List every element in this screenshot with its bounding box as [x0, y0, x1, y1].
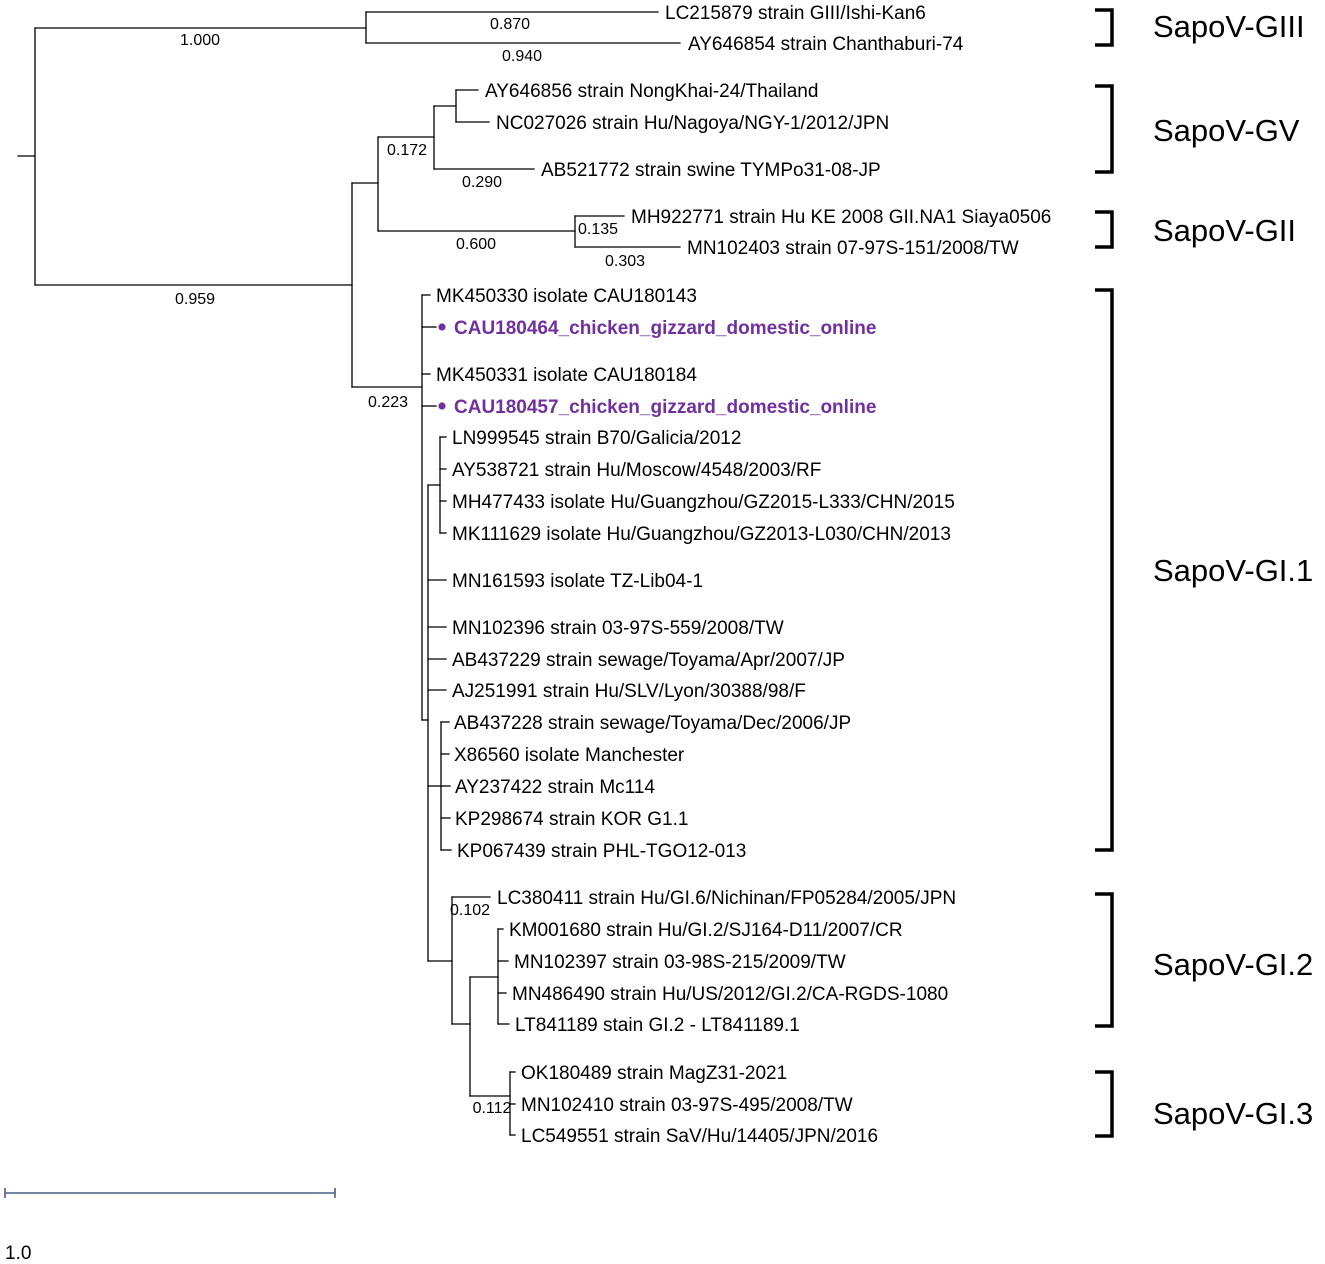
clade-label: SapoV-GI.2 [1153, 947, 1313, 982]
highlight-dot-icon [438, 402, 446, 410]
clade-labels: SapoV-GIII SapoV-GV SapoV-GII SapoV-GI.1… [1153, 9, 1313, 1131]
support-values: 1.000 0.870 0.940 0.172 0.290 0.135 0.60… [175, 16, 645, 1117]
support-value: 0.870 [490, 16, 530, 33]
leaf-label: KP067439 strain PHL-TGO12-013 [457, 841, 746, 862]
clade-label: SapoV-GIII [1153, 9, 1305, 44]
support-value: 0.600 [456, 236, 496, 253]
leaf-label: MK111629 isolate Hu/Guangzhou/GZ2013-L03… [452, 524, 951, 545]
clade-bracket [1095, 210, 1114, 249]
leaf-label: AY646854 strain Chanthaburi-74 [688, 34, 964, 55]
scale-bar-label: 1.0 [5, 1243, 31, 1264]
leaf-label: LC380411 strain Hu/GI.6/Nichinan/FP05284… [497, 888, 956, 909]
leaf-label: MN102396 strain 03-97S-559/2008/TW [452, 618, 784, 639]
support-value: 0.102 [450, 902, 490, 919]
leaf-label: KM001680 strain Hu/GI.2/SJ164-D11/2007/C… [509, 920, 903, 941]
leaf-label: AB437229 strain sewage/Toyama/Apr/2007/J… [452, 650, 845, 671]
clade-brackets [1095, 8, 1114, 1138]
leaf-label: LT841189 stain GI.2 - LT841189.1 [515, 1015, 800, 1036]
leaf-label: LN999545 strain B70/Galicia/2012 [452, 428, 741, 449]
leaf-label: MH477433 isolate Hu/Guangzhou/GZ2015-L33… [452, 492, 955, 513]
support-value: 0.290 [462, 174, 502, 191]
leaf-label: X86560 isolate Manchester [454, 745, 685, 766]
leaf-label: MK450330 isolate CAU180143 [436, 286, 697, 307]
leaf-label: MH922771 strain Hu KE 2008 GII.NA1 Siaya… [631, 207, 1051, 228]
clade-label: SapoV-GI.3 [1153, 1096, 1313, 1131]
leaf-label: MN486490 strain Hu/US/2012/GI.2/CA-RGDS-… [512, 984, 948, 1005]
support-value: 1.000 [180, 32, 220, 49]
support-value: 0.112 [473, 1100, 512, 1117]
scale-bar-group: 1.0 [4, 1188, 336, 1264]
leaf-label: AB521772 strain swine TYMPo31-08-JP [541, 160, 881, 181]
leaf-label: MN102403 strain 07-97S-151/2008/TW [687, 238, 1019, 259]
clade-label: SapoV-GI.1 [1153, 553, 1313, 588]
support-value: 0.959 [175, 291, 215, 308]
support-value: 0.172 [387, 142, 427, 159]
leaf-label: AY538721 strain Hu/Moscow/4548/2003/RF [452, 460, 821, 481]
leaf-label: AJ251991 strain Hu/SLV/Lyon/30388/98/F [452, 681, 806, 702]
support-value: 0.223 [368, 394, 408, 411]
clade-bracket [1095, 84, 1114, 174]
leaf-label: KP298674 strain KOR G1.1 [455, 809, 688, 830]
highlighted-leaf-label: CAU180457_chicken_gizzard_domestic_onlin… [454, 397, 876, 418]
leaf-label: OK180489 strain MagZ31-2021 [521, 1063, 787, 1084]
clade-label: SapoV-GII [1153, 213, 1296, 248]
clade-label: SapoV-GV [1153, 113, 1300, 148]
clade-bracket [1095, 892, 1114, 1028]
support-value: 0.303 [605, 253, 645, 270]
leaf-label: LC215879 strain GIII/Ishi-Kan6 [665, 3, 926, 24]
support-value: 0.940 [502, 48, 542, 65]
clade-bracket [1095, 288, 1114, 852]
clade-bracket [1095, 1070, 1114, 1138]
support-value: 0.135 [578, 221, 618, 238]
tree-branches [17, 11, 681, 1136]
leaf-label: MK450331 isolate CAU180184 [436, 365, 697, 386]
highlight-dot-icon [438, 323, 446, 331]
leaf-label: NC027026 strain Hu/Nagoya/NGY-1/2012/JPN [496, 113, 889, 134]
clade-bracket [1095, 8, 1114, 47]
leaf-label: AY646856 strain NongKhai-24/Thailand [485, 81, 818, 102]
leaf-label: AY237422 strain Mc114 [455, 777, 655, 798]
leaf-label: LC549551 strain SaV/Hu/14405/JPN/2016 [521, 1126, 878, 1147]
leaf-label: AB437228 strain sewage/Toyama/Dec/2006/J… [454, 713, 851, 734]
leaf-labels: LC215879 strain GIII/Ishi-Kan6 AY646854 … [436, 3, 1051, 1147]
highlighted-leaf-label: CAU180464_chicken_gizzard_domestic_onlin… [454, 318, 876, 339]
leaf-label: MN102397 strain 03-98S-215/2009/TW [514, 952, 846, 973]
leaf-label: MN161593 isolate TZ-Lib04-1 [452, 571, 703, 592]
leaf-label: MN102410 strain 03-97S-495/2008/TW [521, 1095, 853, 1116]
